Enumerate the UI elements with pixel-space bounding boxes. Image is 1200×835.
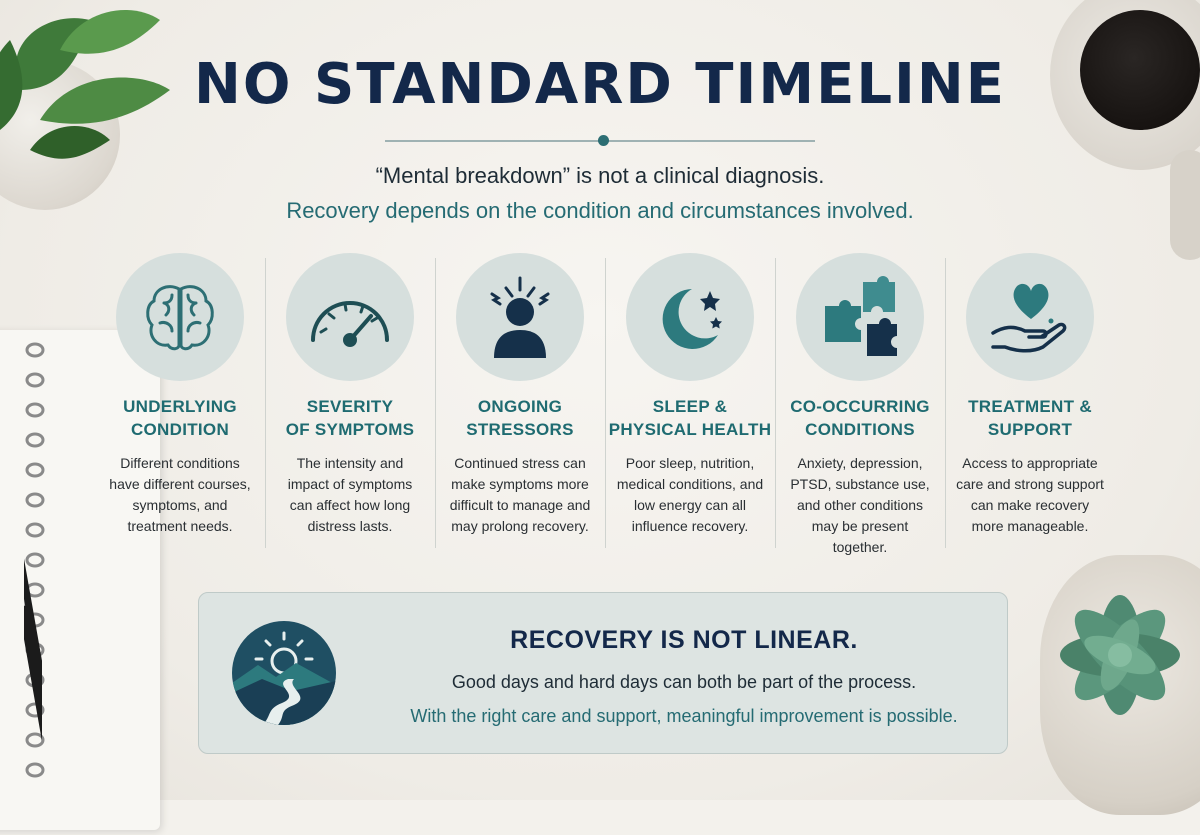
factor-treatment-support: TREATMENT & SUPPORT Access to appropriat… (945, 253, 1115, 563)
subtitle-line-1: “Mental breakdown” is not a clinical dia… (375, 163, 825, 188)
factor-sleep-physical-health: SLEEP & PHYSICAL HEALTH Poor sleep, nutr… (605, 253, 775, 563)
succulent-decoration (1060, 595, 1180, 715)
coffee-decoration (1080, 10, 1200, 130)
recovery-panel: RECOVERY IS NOT LINEAR. Good days and ha… (198, 592, 1008, 754)
subtitle-line-2: Recovery depends on the condition and ci… (286, 198, 914, 223)
plant-leaves-decoration (0, 10, 170, 159)
factor-description: Continued stress can make symptoms more … (449, 455, 591, 534)
factor-title: SLEEP & PHYSICAL HEALTH (608, 397, 772, 439)
mug-handle-decoration (1170, 150, 1200, 260)
panel-line-1: Good days and hard days can both be part… (451, 672, 917, 692)
factor-title: TREATMENT & SUPPORT (968, 397, 1092, 439)
brain-icon (116, 253, 244, 381)
factor-columns: UNDERLYING CONDITION Different condition… (95, 253, 1115, 563)
puzzle-icon (796, 253, 924, 381)
factor-description: Access to appropriate care and strong su… (956, 455, 1104, 534)
panel-title: RECOVERY IS NOT LINEAR. (510, 626, 858, 654)
factor-title: ONGOING STRESSORS (466, 397, 574, 439)
heart-hand-icon (966, 253, 1094, 381)
title-divider-dot (598, 135, 609, 146)
page-title: NO STANDARD TIMELINE (194, 52, 1006, 117)
pen-decoration (24, 507, 42, 754)
winding-path-sunrise-icon (232, 621, 336, 725)
factor-title: SEVERITY OF SYMPTOMS (285, 397, 415, 439)
factor-title: UNDERLYING CONDITION (123, 397, 237, 439)
gauge-icon (286, 253, 414, 381)
factor-co-occurring-conditions: CO-OCCURRING CONDITIONS Anxiety, depress… (775, 253, 945, 563)
panel-line-2: With the right care and support, meaning… (410, 706, 958, 726)
factor-underlying-condition: UNDERLYING CONDITION Different condition… (95, 253, 265, 563)
factor-description: Different conditions have different cour… (109, 455, 251, 534)
factor-title: CO-OCCURRING CONDITIONS (790, 397, 930, 439)
factor-description: The intensity and impact of symptoms can… (287, 455, 413, 534)
moon-stars-icon (626, 253, 754, 381)
stressed-person-icon (456, 253, 584, 381)
factor-severity-of-symptoms: SEVERITY OF SYMPTOMS The intensity and i… (265, 253, 435, 563)
factor-description: Poor sleep, nutrition, medical condition… (616, 455, 764, 534)
factor-description: Anxiety, depression, PTSD, substance use… (790, 455, 930, 555)
factor-ongoing-stressors: ONGOING STRESSORS Continued stress can m… (435, 253, 605, 563)
